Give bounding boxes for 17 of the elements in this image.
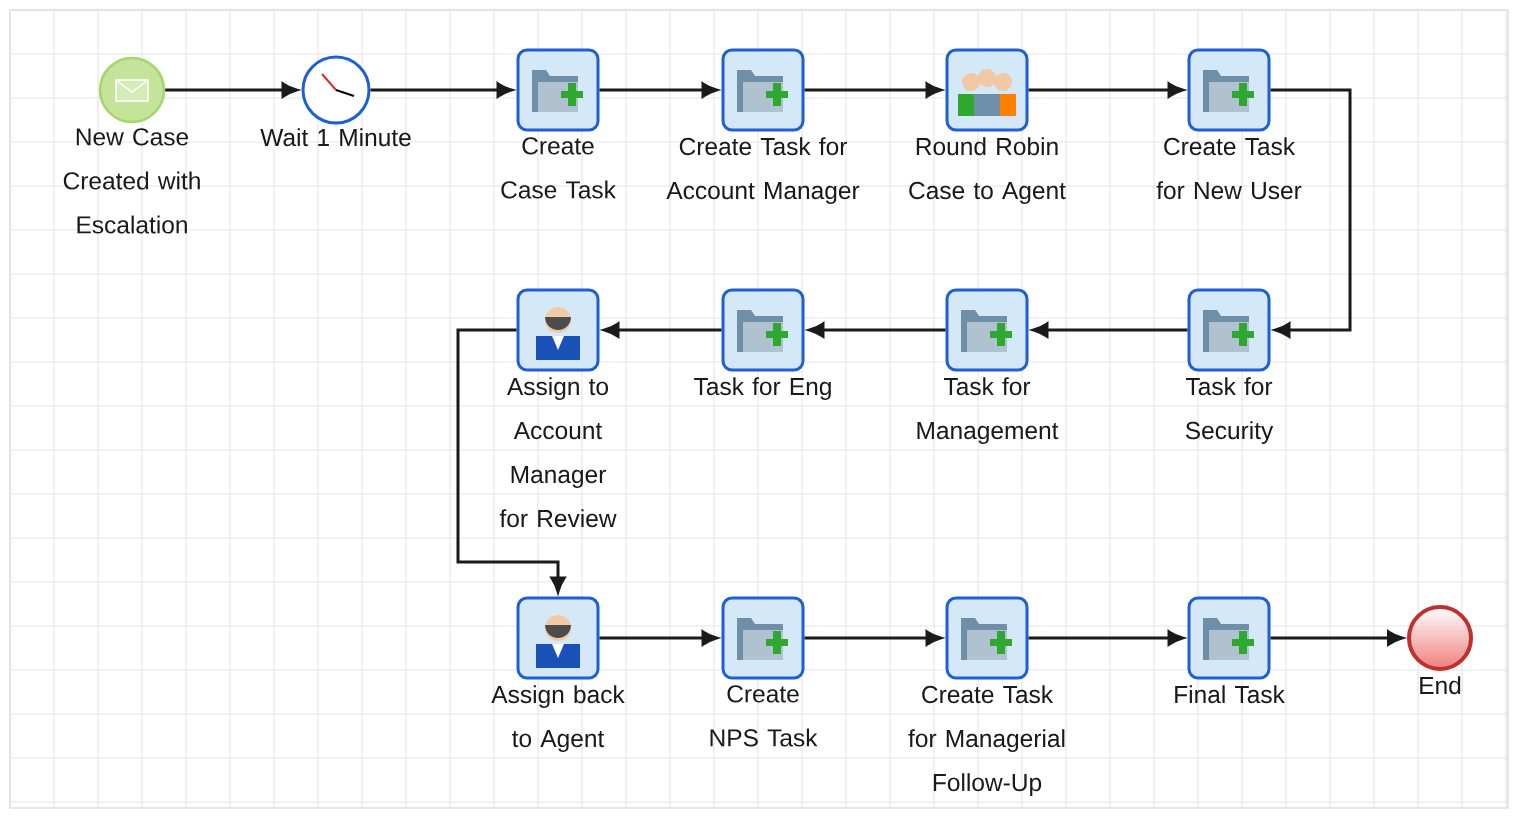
arrow: [1270, 88, 1352, 338]
step-label: New Case Created with Escalation: [63, 128, 200, 234]
step-label: Task for Management: [917, 377, 1059, 445]
step-label: Assign back to Agent: [491, 685, 625, 753]
step-label: End: [1420, 676, 1461, 695]
step-label: Create Task for Account Manager: [666, 137, 860, 205]
step-label: Task for Security: [1185, 377, 1274, 445]
step-label: Task for Eng: [694, 377, 831, 401]
step-label: Create Case Task: [501, 137, 616, 199]
step-label: Create Task for New User: [1156, 137, 1302, 200]
step-label: Create Task for Managerial Follow-Up: [908, 685, 1065, 797]
step-label: Round Robin Case to Agent: [909, 137, 1066, 205]
step-label: Wait 1 Minute: [260, 128, 411, 147]
step-label: Final Task: [1175, 685, 1285, 704]
arrow: [1270, 630, 1404, 646]
step-label: Create NPS Task: [710, 685, 818, 747]
step-label: Assign to Account Manager for Review: [499, 377, 617, 528]
